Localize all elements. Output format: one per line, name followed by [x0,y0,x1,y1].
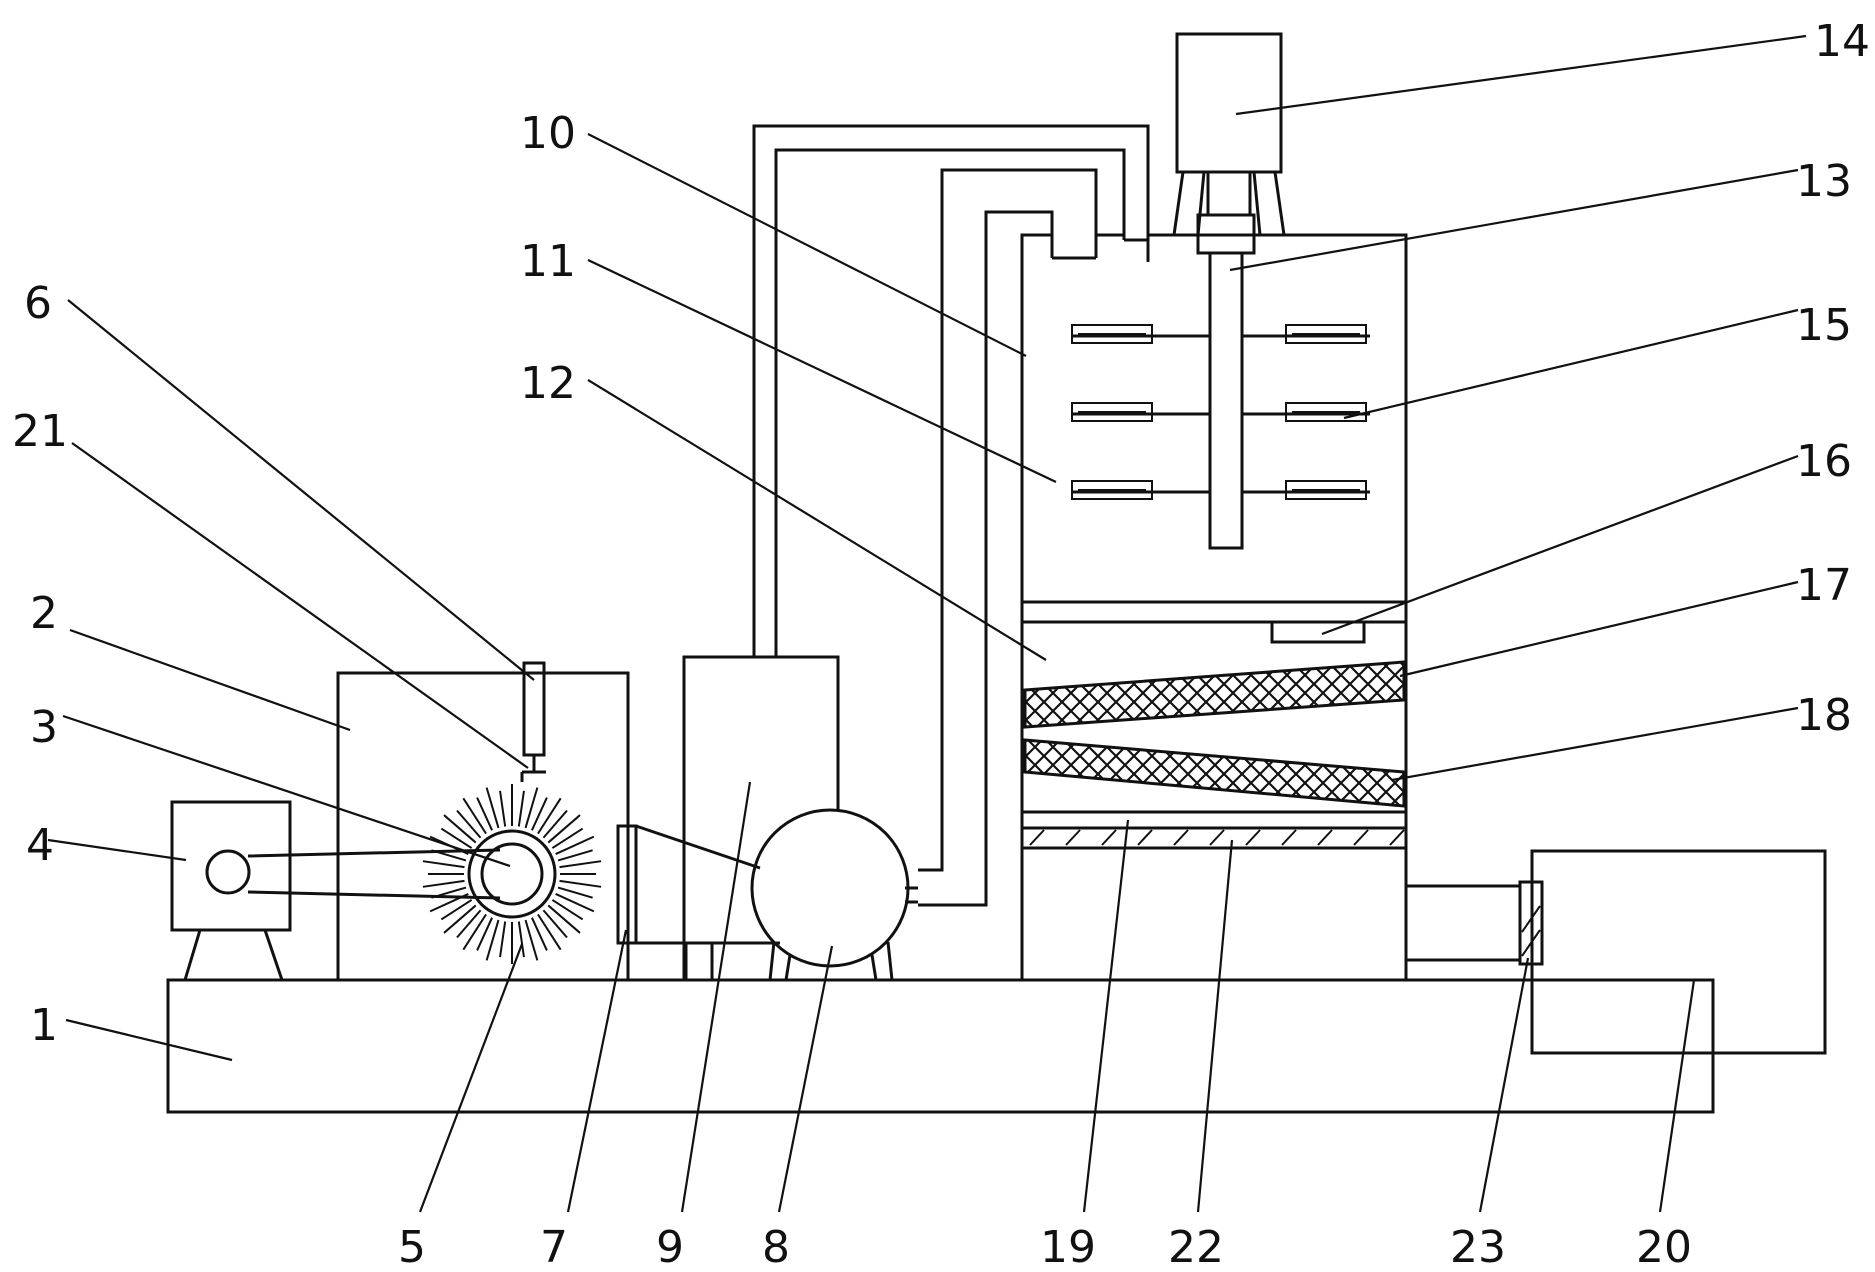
filter-screen-upper [1023,660,1406,729]
pipe-outer [752,124,1150,657]
pipe-inner [918,168,1098,907]
part-label-7: 7 [540,1222,568,1267]
part-label-10: 10 [520,108,576,159]
part-label-4: 4 [26,820,54,871]
brush-housing [336,671,630,980]
part-label-9: 9 [656,1222,684,1267]
filter-screen-lower [1023,738,1406,808]
stirring-shaft [1208,251,1244,550]
stirring-blades [1071,324,1370,500]
part-label-21: 21 [12,406,68,457]
motor [170,800,292,981]
filter-plate [616,824,638,945]
part-label-5: 5 [398,1222,426,1267]
brush-roller [422,784,602,964]
treatment-box [1020,233,1408,980]
support-plate [1022,810,1406,850]
part-label-18: 18 [1796,690,1852,741]
top-motor [1172,32,1286,255]
collection-box [1530,849,1827,1055]
part-label-8: 8 [762,1222,790,1267]
part-label-19: 19 [1040,1222,1096,1267]
part-label-20: 20 [1636,1222,1692,1267]
base-plate [166,978,1715,1114]
drive-belt [247,848,501,900]
part-label-2: 2 [30,588,58,639]
part-label-16: 16 [1796,436,1852,487]
part-label-3: 3 [30,702,58,753]
leader-lines [47,34,1807,1213]
part-label-6: 6 [24,278,52,329]
part-label-13: 13 [1796,156,1852,207]
spray-nozzle [520,661,546,782]
part-label-15: 15 [1796,300,1852,351]
suction-cone [635,824,761,945]
part-label-1: 1 [30,1000,58,1051]
part-label-17: 17 [1796,560,1852,611]
part-label-11: 11 [520,236,576,287]
part-label-12: 12 [520,358,576,409]
part-label-14: 14 [1814,16,1870,67]
water-tank [682,655,840,980]
partition [1022,600,1406,644]
outlet-pipe [1406,884,1520,962]
pump [750,808,918,981]
part-label-22: 22 [1168,1222,1224,1267]
part-label-23: 23 [1450,1222,1506,1267]
